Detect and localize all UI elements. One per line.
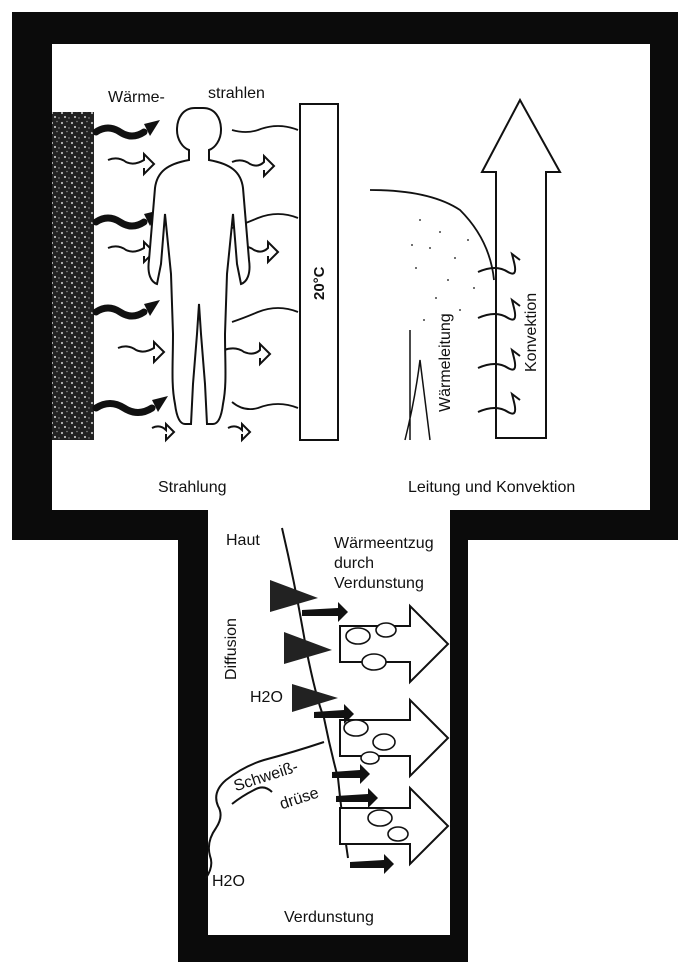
caption-strahlung: Strahlung bbox=[158, 480, 227, 496]
label-waermeleitung: Wärmeleitung bbox=[438, 313, 454, 412]
label-verdunstung-line: Verdunstung bbox=[334, 576, 424, 592]
label-haut: Haut bbox=[226, 533, 260, 549]
label-wall-temp: 20°C bbox=[312, 266, 327, 300]
label-waerme: Wärme- bbox=[108, 90, 165, 106]
label-diffusion: Diffusion bbox=[224, 618, 240, 680]
label-durch: durch bbox=[334, 556, 374, 572]
label-waermeentzug: Wärmeentzug bbox=[334, 536, 434, 552]
label-strahlen: strahlen bbox=[208, 86, 265, 102]
label-konvektion: Konvektion bbox=[524, 293, 540, 372]
caption-verdunstung: Verdunstung bbox=[284, 910, 374, 926]
label-h2o-bottom: H2O bbox=[212, 874, 245, 890]
label-h2o-top: H2O bbox=[250, 690, 283, 706]
heat-source-wall bbox=[52, 112, 94, 440]
caption-leitung-konvektion: Leitung und Konvektion bbox=[408, 480, 575, 496]
